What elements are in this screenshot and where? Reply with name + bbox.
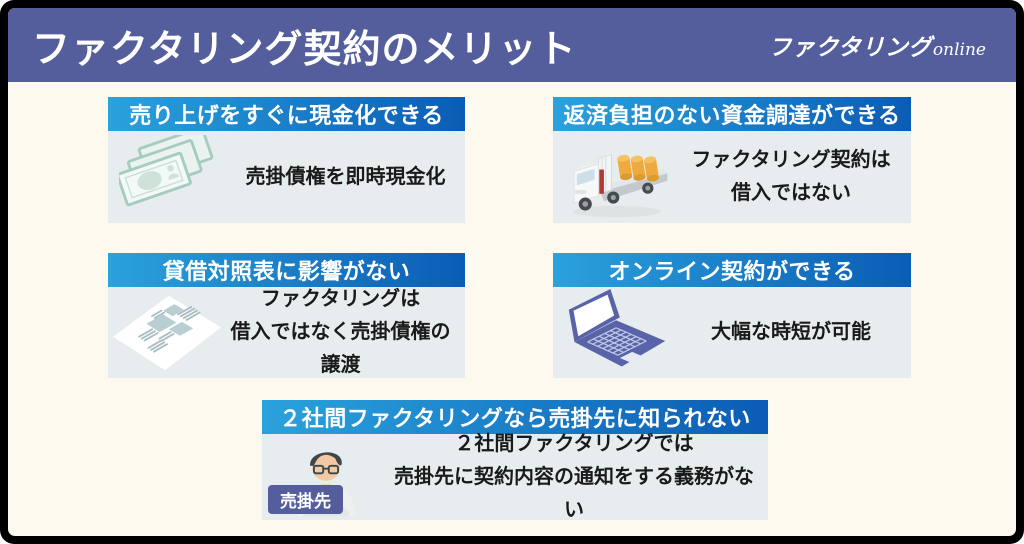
card-instant-cash-body: 売掛債権を即時現金化	[108, 131, 465, 223]
header-banner: ファクタリング契約のメリット ファクタリング online	[8, 8, 1016, 82]
card-balance-sheet-text: ファクタリングは 借入ではなく売掛債権の譲渡	[226, 283, 465, 382]
card-online-contract-header: オンライン契約ができる	[553, 253, 911, 287]
brand-logo-main: ファクタリング	[768, 34, 932, 60]
card-text-line: 売掛先に契約内容の通知をする義務がない	[394, 465, 754, 521]
cargo-truck-icon	[553, 132, 681, 222]
card-no-repayment-body: ファクタリング契約は 借入ではない	[553, 131, 911, 223]
card-no-repayment-text: ファクタリング契約は 借入ではない	[681, 144, 911, 210]
card-instant-cash: 売り上げをすぐに現金化できる	[108, 97, 465, 223]
laptop-icon	[553, 289, 681, 376]
card-balance-sheet-body: ファクタリングは 借入ではなく売掛債権の譲渡	[108, 287, 465, 378]
client-person-icon: 売掛先	[262, 438, 390, 516]
card-two-party-factoring-header: ２社間ファクタリングなら売掛先に知られない	[262, 400, 768, 434]
card-online-contract: オンライン契約ができる	[553, 253, 911, 378]
card-no-repayment-header: 返済負担のない資金調達ができる	[553, 97, 911, 131]
card-balance-sheet: 貸借対照表に影響がない	[108, 253, 465, 378]
card-text-line: 借入ではなく売掛債権の譲渡	[230, 321, 451, 376]
card-instant-cash-text: 売掛債権を即時現金化	[236, 161, 465, 194]
card-two-party-factoring-text: ２社間ファクタリングでは 売掛先に契約内容の通知をする義務がない	[390, 428, 768, 527]
card-instant-cash-header: 売り上げをすぐに現金化できる	[108, 97, 465, 131]
card-two-party-factoring-body: 売掛先 ２社間ファクタリングでは 売掛先に契約内容の通知をする義務がない	[262, 433, 768, 521]
card-text-line: 借入ではない	[731, 182, 851, 204]
brand-logo-suffix: online	[932, 40, 986, 60]
brand-logo: ファクタリング online	[768, 28, 986, 62]
card-text-line: 大幅な時短が可能	[711, 321, 871, 343]
card-two-party-factoring: ２社間ファクタリングなら売掛先に知られない	[262, 400, 768, 521]
card-no-repayment: 返済負担のない資金調達ができる	[553, 97, 911, 223]
card-text-line: 売掛債権を即時現金化	[245, 165, 446, 188]
card-balance-sheet-header: 貸借対照表に影響がない	[108, 253, 465, 287]
banknotes-icon	[108, 135, 236, 219]
client-label-badge: 売掛先	[268, 485, 343, 514]
card-text-line: ファクタリングは	[260, 288, 421, 310]
infographic-canvas: ファクタリング契約のメリット ファクタリング online 売り上げをすぐに現金…	[8, 8, 1016, 536]
card-online-contract-body: 大幅な時短が可能	[553, 287, 911, 378]
card-text-line: ファクタリング契約は	[691, 149, 891, 171]
card-text-line: ２社間ファクタリングでは	[454, 432, 694, 455]
page-title: ファクタリング契約のメリット	[32, 28, 577, 71]
balance-sheet-document-icon	[108, 292, 226, 374]
card-online-contract-text: 大幅な時短が可能	[681, 316, 911, 349]
